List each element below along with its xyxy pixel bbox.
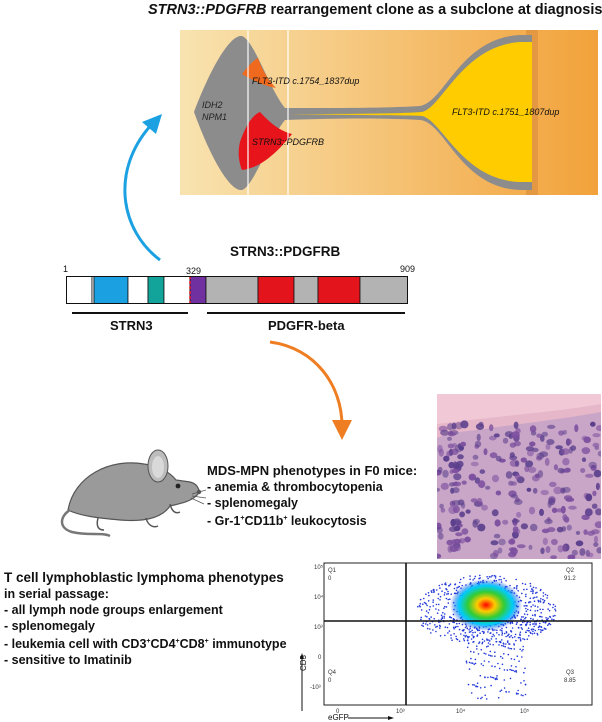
title-gene: STRN3::PDGFRB	[148, 2, 267, 18]
domain-3	[93, 276, 129, 304]
q2-name: Q2	[566, 568, 575, 574]
y-tick-4: 0	[318, 655, 322, 661]
flt3-itd-subclone	[242, 58, 276, 88]
q3-name: Q3	[566, 670, 575, 676]
domain-12	[359, 276, 408, 304]
domain-5	[147, 276, 165, 304]
gr1-plus: +	[240, 515, 245, 522]
y-tick-3: 10³	[314, 625, 323, 631]
cd8-marker: CD8	[179, 637, 205, 652]
cd11b-plus: +	[283, 515, 288, 522]
cd8-plus: +	[204, 638, 209, 645]
flow-cytometry-plot: Q1 0 Q2 91.2 Q4 0 Q3 8.85 10⁵ 10⁴ 10³ 0 …	[299, 562, 593, 722]
mds-item-leukocytosis: - Gr-1+CD11b+ leukocytosis	[207, 511, 383, 529]
tcell-title-line1: T cell lymphoblastic lymphoma phenotypes	[4, 570, 284, 585]
flt3-itd-expanded-label: FLT3-ITD c.1751_1807dup	[452, 107, 559, 117]
flt3-itd-expanded-clone	[290, 42, 532, 182]
x-tick-1: 0	[336, 709, 340, 715]
domain-4	[127, 276, 149, 304]
y-tick-1: 10⁵	[314, 564, 324, 571]
tcell-item-splenomegaly: - splenomegaly	[4, 619, 95, 633]
curved-arrow-up-icon	[123, 114, 162, 262]
tcell-item-immunotype: - leukemia cell with CD3+CD4+CD8+ immuno…	[4, 634, 287, 652]
pdgfr-segment-line	[207, 312, 405, 314]
curved-arrow-down-icon	[269, 340, 352, 440]
mds-item-splenomegaly: - splenomegaly	[207, 496, 298, 510]
founder-label-idh2: IDH2	[202, 100, 223, 110]
tcell-item-lymph: - all lymph node groups enlargement	[4, 603, 223, 617]
domain-7	[189, 276, 207, 304]
mds-item-anemia: - anemia & thrombocytopenia	[207, 480, 383, 494]
x-tick-2: 10³	[396, 709, 405, 715]
mds-mpn-title: MDS-MPN phenotypes in F0 mice:	[207, 463, 418, 478]
domain-9	[257, 276, 295, 304]
mds-mpn-list: - anemia & thrombocytopenia - splenomega…	[207, 479, 383, 529]
fusion-protein-title: STRN3::PDGFRB	[230, 244, 341, 259]
position-329: 329	[186, 266, 202, 276]
gr1-prefix: - Gr-1	[207, 514, 241, 529]
x-tick-3: 10⁴	[456, 708, 466, 715]
y-tick-5: -10³	[310, 685, 321, 691]
flow-x-label: eGFP	[328, 713, 349, 722]
domain-11	[317, 276, 361, 304]
immuno-suffix: immunotype	[208, 637, 287, 652]
figure-title: STRN3::PDGFRB rearrangement clone as a s…	[148, 2, 602, 18]
cd4-plus: +	[175, 638, 180, 645]
strn3-segment-line	[72, 312, 188, 314]
clonal-evolution-fishplot: IDH2 NPM1 FLT3-ITD c.1754_1837dup STRN3:…	[180, 30, 598, 195]
mouse-icon	[60, 449, 206, 538]
founder-label-npm1: NPM1	[202, 112, 227, 122]
histology-image	[437, 394, 601, 559]
domain-6	[163, 276, 191, 304]
immuno-prefix: - leukemia cell with CD3	[4, 637, 147, 652]
y-tick-2: 10⁴	[314, 594, 324, 601]
flt3-itd-subclone-label: FLT3-ITD c.1754_1837dup	[252, 76, 359, 86]
strn3-pdgfrb-subclone	[238, 112, 292, 170]
cd4-marker: CD4	[150, 637, 176, 652]
tcell-phenotypes: T cell lymphoblastic lymphoma phenotypes…	[4, 570, 287, 668]
q2-value: 91.2	[564, 576, 576, 582]
cd11b-marker: CD11b	[244, 514, 284, 529]
title-rest: rearrangement clone as a subclone at dia…	[266, 2, 602, 18]
domain-10	[293, 276, 319, 304]
q3-value: 8.85	[564, 678, 576, 684]
leukocytosis-text: leukocytosis	[290, 514, 367, 529]
domain-8	[205, 276, 259, 304]
strn3-label: STRN3	[110, 318, 153, 333]
cd3-plus: +	[146, 638, 151, 645]
flow-y-label: CD3	[299, 654, 308, 671]
position-1: 1	[63, 264, 69, 274]
tcell-title-line2: in serial passage:	[4, 587, 109, 601]
x-tick-4: 10⁵	[520, 708, 530, 715]
q4-name: Q4	[328, 670, 337, 676]
founder-clone	[194, 35, 532, 190]
pdgfr-beta-label: PDGFR-beta	[268, 318, 345, 333]
strn3-pdgfrb-subclone-label: STRN3::PDGFRB	[252, 137, 324, 147]
tcell-item-imatinib: - sensitive to Imatinib	[4, 653, 132, 668]
q1-value: 0	[328, 576, 332, 582]
domain-1	[66, 276, 93, 304]
q1-name: Q1	[328, 568, 337, 574]
fusion-protein-domains	[66, 276, 408, 304]
position-909: 909	[400, 264, 416, 274]
q4-value: 0	[328, 678, 332, 684]
